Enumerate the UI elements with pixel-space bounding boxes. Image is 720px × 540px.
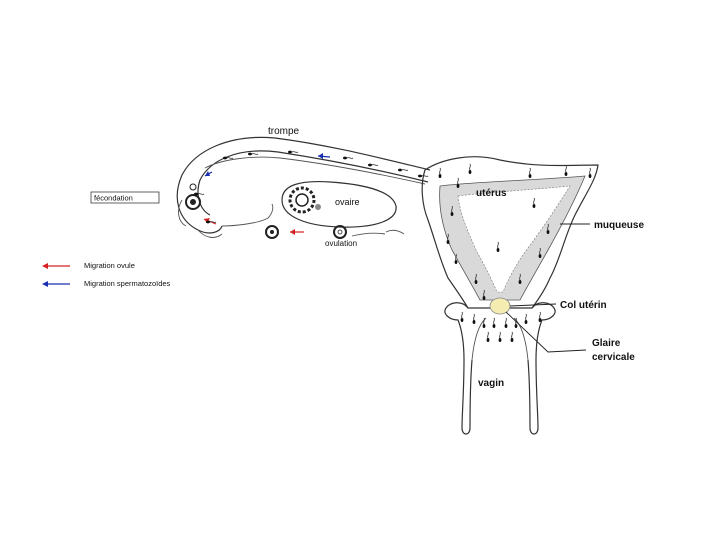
sperm-cell	[518, 273, 522, 284]
sperm-cell	[498, 331, 502, 342]
sperm-cell	[460, 311, 464, 322]
legend-ovule-label: Migration ovule	[84, 261, 135, 270]
label-muqueuse: muqueuse	[594, 220, 644, 231]
legend: Migration ovule Migration spermatozoïdes	[42, 261, 171, 288]
label-fecondation: fécondation	[94, 194, 133, 203]
label-glaire: Glaire	[592, 338, 621, 349]
label-ovulation: ovulation	[325, 239, 357, 248]
sperm-cell	[454, 253, 458, 264]
sperm-cells	[194, 150, 592, 342]
sperm-cell	[524, 313, 528, 324]
ovary	[281, 180, 397, 228]
sperm-cell	[438, 167, 442, 178]
sperm-cell	[482, 289, 486, 300]
sperm-cell	[492, 317, 496, 328]
sperm-cell	[538, 311, 542, 322]
cervix-vagina	[444, 297, 556, 435]
sperm-cell	[468, 163, 472, 174]
sperm-cell	[398, 168, 409, 172]
sperm-cell	[368, 163, 379, 167]
sperm-cell	[418, 174, 429, 178]
label-leaders	[505, 223, 590, 353]
ovulation-oocytes	[265, 225, 405, 239]
sperm-cell	[588, 167, 592, 178]
sperm-cell	[248, 152, 259, 156]
sperm-cell	[223, 156, 234, 160]
legend-sperm-label: Migration spermatozoïdes	[84, 279, 171, 288]
sperm-cell	[446, 233, 450, 244]
sperm-cell	[343, 156, 354, 160]
sperm-cell	[538, 247, 542, 258]
sperm-cell	[486, 331, 490, 342]
label-ovaire: ovaire	[335, 197, 360, 207]
sperm-cell	[528, 167, 532, 178]
sperm-cell	[456, 177, 460, 188]
sperm-cell	[546, 223, 550, 234]
sperm-cell	[564, 165, 568, 176]
sperm-cell	[206, 220, 217, 224]
sperm-cell	[482, 317, 486, 328]
sperm-cell	[510, 331, 514, 342]
fecondation-box: fécondation	[90, 191, 160, 204]
sperm-cell	[532, 197, 536, 208]
legend-ovule: Migration ovule	[42, 261, 135, 270]
cervical-mucus	[489, 297, 511, 315]
uterus	[421, 156, 599, 309]
sperm-cell	[450, 205, 454, 216]
sperm-cell	[194, 192, 205, 196]
legend-sperm: Migration spermatozoïdes	[42, 279, 171, 288]
sperm-cell	[472, 313, 476, 324]
sperm-cell	[504, 317, 508, 328]
fertilization-site	[185, 183, 201, 210]
fallopian-tube	[176, 136, 431, 238]
label-cervicale: cervicale	[592, 352, 635, 363]
sperm-cell	[288, 150, 299, 154]
label-trompe: trompe	[268, 126, 300, 137]
sperm-cell	[496, 241, 500, 252]
label-col-uterin: Col utérin	[560, 300, 607, 311]
label-vagin: vagin	[478, 378, 504, 389]
label-uterus: utérus	[476, 188, 507, 199]
sperm-cell	[474, 273, 478, 284]
ovule-migration-arrows	[203, 218, 304, 235]
